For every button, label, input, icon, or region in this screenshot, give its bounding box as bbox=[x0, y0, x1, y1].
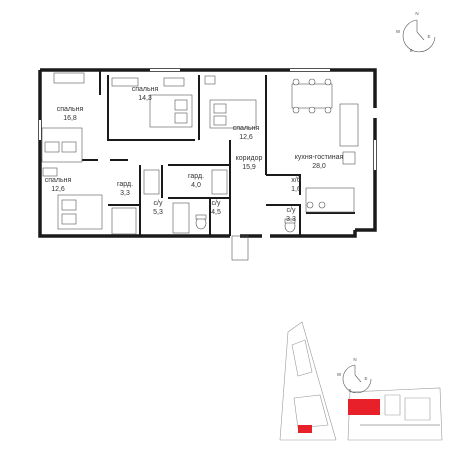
site-plan bbox=[279, 321, 443, 441]
room-area-kitchen-living: 28,0 bbox=[312, 163, 326, 170]
room-name-corridor: коридор bbox=[236, 155, 263, 162]
compass-top-e: E bbox=[427, 34, 430, 39]
compass-bottom-w: W bbox=[337, 372, 342, 377]
room-area-storage: 1,6 bbox=[291, 186, 301, 193]
compass-bottom-n: N bbox=[353, 357, 356, 362]
room-area-bedroom-4: 12,6 bbox=[51, 186, 65, 193]
room-name-bathroom-1: с/у bbox=[154, 200, 163, 207]
room-name-bathroom-3: с/у bbox=[287, 207, 296, 214]
room-area-bathroom-1: 5,3 bbox=[153, 209, 163, 216]
room-area-bathroom-2: 4,5 bbox=[211, 209, 221, 216]
room-area-corridor: 15,9 bbox=[242, 164, 256, 171]
room-name-wardrobe-2: гард. bbox=[188, 173, 204, 180]
room-name-wardrobe-1: гард. bbox=[117, 181, 133, 188]
compass-bottom: N E S W bbox=[337, 357, 372, 394]
room-name-kitchen-living: кухня-гостиная bbox=[295, 154, 344, 161]
room-area-wardrobe-2: 4,0 bbox=[191, 182, 201, 189]
furniture bbox=[41, 72, 359, 261]
compass-top-w: W bbox=[396, 29, 401, 34]
room-name-bedroom-3: спальня bbox=[233, 125, 260, 132]
compass-top-s: S bbox=[409, 48, 412, 53]
room-name-bathroom-2: с/у bbox=[212, 200, 221, 207]
room-area-bathroom-3: 3,3 bbox=[286, 216, 296, 223]
room-area-bedroom-3: 12,6 bbox=[239, 134, 253, 141]
room-name-bedroom-4: спальня bbox=[45, 177, 72, 184]
room-name-bedroom-1: спальня bbox=[57, 106, 84, 113]
site-highlight-main bbox=[348, 399, 380, 415]
room-area-bedroom-2: 14,3 bbox=[138, 95, 152, 102]
room-area-wardrobe-1: 3,3 bbox=[120, 190, 130, 197]
room-area-bedroom-1: 16,8 bbox=[63, 115, 77, 122]
compass-bottom-s: S bbox=[348, 388, 351, 393]
room-name-bedroom-2: спальня bbox=[132, 86, 159, 93]
room-labels: спальня 16,8 спальня 14,3 спальня 12,6 с… bbox=[45, 86, 344, 223]
site-highlight-small bbox=[298, 425, 312, 433]
apartment-walls bbox=[38, 68, 377, 238]
room-name-storage: х/б bbox=[291, 176, 300, 184]
compass-top: N E S W bbox=[396, 11, 436, 53]
compass-top-n: N bbox=[415, 11, 418, 16]
compass-bottom-e: E bbox=[364, 376, 367, 381]
